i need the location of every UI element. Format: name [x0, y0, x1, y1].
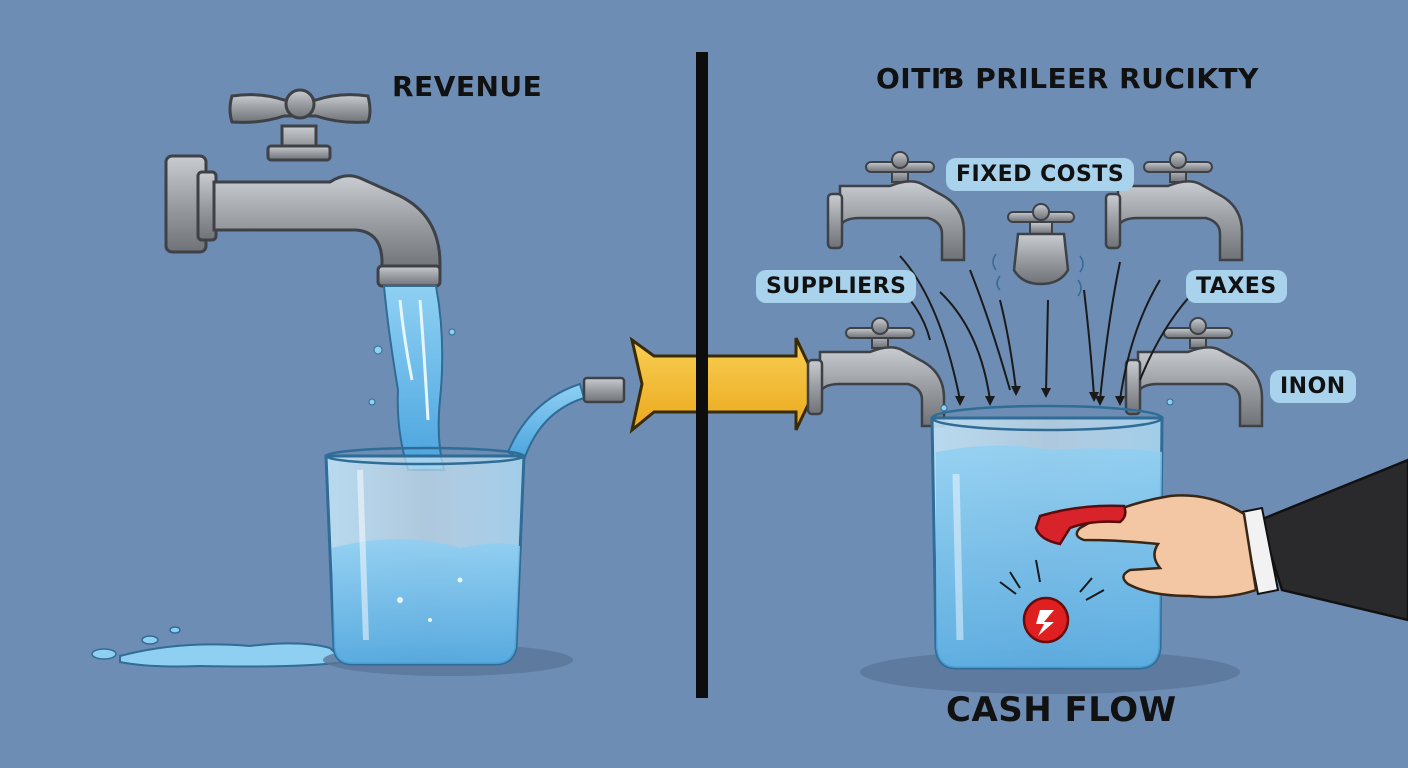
arrowheads: [955, 386, 1125, 406]
water-glass-icon: [324, 446, 526, 666]
faucet-icon: [1124, 316, 1264, 428]
fixed-costs-tag: FIXED COSTS: [946, 158, 1135, 191]
arrow-right-icon: [629, 336, 820, 434]
faucet-icon: [1007, 203, 1075, 286]
water-puddle: [91, 626, 348, 668]
faucet-icon: [164, 88, 442, 288]
right-panel-title: OITIƁ PRILEER RUCIKTY: [876, 62, 1259, 95]
revenue-title: REVENUE: [392, 70, 543, 103]
leak-icon: [992, 253, 1084, 297]
suppliers-tag: SUPPLIERS: [756, 270, 917, 303]
outflow-stream: [506, 376, 626, 462]
flow-arrows: [879, 255, 1191, 401]
water-glass-icon: [930, 404, 1164, 670]
inon-tag: INON: [1270, 370, 1356, 403]
cash-flow-caption: CASH FLOW: [946, 690, 1177, 730]
hand-icon: [1034, 458, 1408, 622]
faucet-icon: [806, 316, 946, 428]
water-droplets: [940, 398, 1174, 412]
panel-divider: [696, 52, 708, 698]
water-stream: [368, 285, 456, 471]
taxes-tag: TAXES: [1186, 270, 1287, 303]
faucet-icon: [826, 150, 966, 262]
